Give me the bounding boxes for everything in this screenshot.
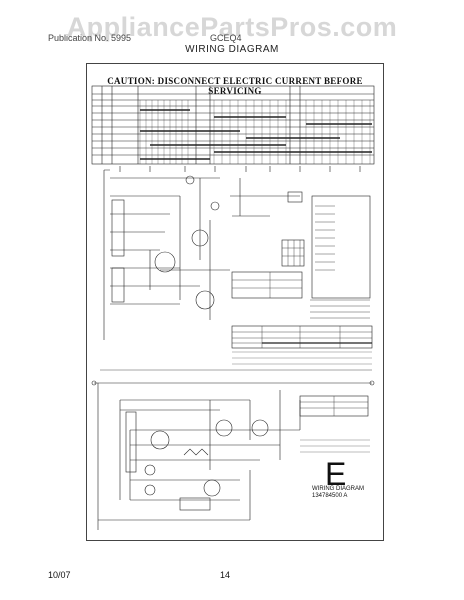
drive-motor-symbol: [191, 229, 209, 247]
watermark-logo: AppliancePartsPros.com: [66, 12, 398, 42]
diagram-label-title: WIRING DIAGRAM: [312, 486, 364, 492]
diagram-frame: [86, 63, 384, 541]
options-table: [231, 271, 303, 299]
legend-box: [311, 195, 371, 299]
caution-banner: CAUTION: DISCONNECT ELECTRIC CURRENT BEF…: [107, 76, 363, 96]
model-number: GCEQ4: [210, 33, 242, 43]
heater-motor-symbol: [150, 430, 170, 450]
publication-number: Publication No. 5995: [48, 33, 132, 43]
cycles-table: [231, 325, 373, 349]
timer-motor-symbol: [154, 251, 176, 273]
page-title: WIRING DIAGRAM: [185, 44, 279, 55]
upper-left-bus: [103, 169, 110, 340]
diagram-id-label: WIRING DIAGRAM 134784500 A: [312, 486, 364, 500]
footer-page-number: 14: [220, 570, 231, 580]
terminal-block: [281, 239, 305, 267]
diagram-letter: E: [325, 456, 347, 492]
timer-chart-grid: [91, 85, 375, 165]
footer-date: 10/07: [48, 570, 71, 580]
diagram-part-number: 134784500 A: [312, 493, 348, 500]
